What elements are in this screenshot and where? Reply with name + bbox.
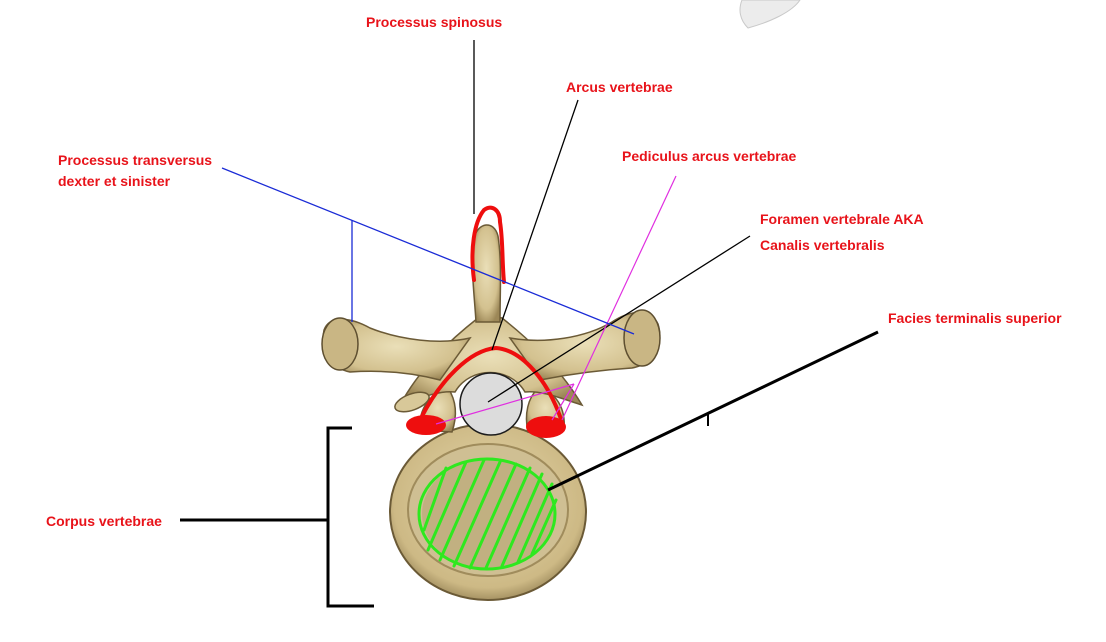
right-transverse-tip (623, 309, 661, 367)
foramen-leader (487, 235, 751, 403)
arcus-leader (491, 99, 579, 351)
left-pedicle-annotation (406, 415, 446, 435)
label-foramen-vertebrale: Foramen vertebrale AKA (760, 211, 924, 227)
label-processus-spinosus: Processus spinosus (366, 14, 503, 30)
right-pedicle-annotation (526, 416, 566, 438)
left-articular-process (394, 391, 430, 413)
spinous-outline-annotation (470, 205, 506, 284)
arch-outline-annotation (418, 345, 564, 424)
label-processus-transversus-line2: dexter et sinister (58, 173, 171, 189)
spinous-process (471, 224, 502, 323)
corpus-bracket (180, 426, 374, 608)
pediculus-leader (435, 175, 677, 425)
label-pediculus-arcus-vertebrae: Pediculus arcus vertebrae (622, 148, 797, 164)
bone-fragment (739, 0, 801, 29)
transversus-leader (221, 167, 635, 335)
left-transverse-tip (321, 317, 359, 371)
label-canalis-vertebralis: Canalis vertebralis (760, 237, 885, 253)
vertebral-foramen (459, 372, 523, 436)
label-arcus-vertebrae: Arcus vertebrae (566, 79, 673, 95)
label-facies-terminalis-superior: Facies terminalis superior (888, 310, 1062, 326)
terminal-surface-hatching (422, 458, 558, 570)
label-processus-transversus-line1: Processus transversus (58, 152, 213, 168)
facies-leader (547, 330, 879, 492)
label-corpus-vertebrae: Corpus vertebrae (46, 513, 162, 529)
